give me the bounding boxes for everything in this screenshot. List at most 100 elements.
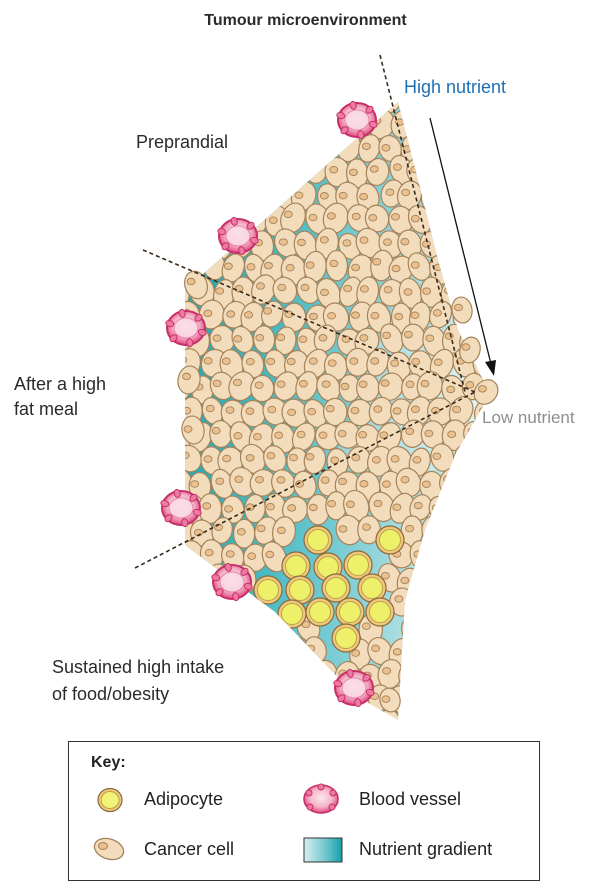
cancer-cell	[207, 612, 239, 646]
cancer-cell	[356, 374, 379, 402]
cancer-cell	[419, 705, 447, 740]
cancer-cell	[331, 707, 364, 740]
cancer-cell	[302, 684, 333, 719]
figure-title: Tumour microenvironment	[0, 12, 611, 30]
sustained-intake-label: Sustained high intake of food/obesity	[52, 654, 224, 708]
cancer-cell	[189, 84, 217, 116]
key-legend: Key: Adipocyte Blood vessel Cancer cell …	[68, 741, 540, 881]
cancer-cell	[438, 707, 465, 740]
cancer-cell	[475, 590, 498, 617]
cancer-cell	[408, 112, 434, 141]
cancer-cell	[179, 587, 207, 618]
cancer-cell	[208, 182, 233, 214]
cancer-cell	[229, 608, 262, 643]
cancer-cell	[408, 682, 438, 717]
cancer-cell	[483, 657, 509, 690]
key-blood-vessel-label: Blood vessel	[359, 789, 461, 810]
cancer-cell	[480, 711, 506, 740]
cancer-cell	[468, 493, 498, 525]
cancer-cell	[417, 660, 446, 692]
cancer-cell	[272, 659, 296, 690]
cancer-cell	[448, 637, 480, 671]
cancer-cell	[169, 86, 191, 114]
cancer-cell	[484, 131, 505, 160]
cancer-cell	[312, 708, 342, 740]
cancer-cell	[233, 709, 254, 738]
adipocyte	[254, 576, 282, 604]
cancer-cell	[288, 128, 321, 164]
cancer-cell	[459, 179, 487, 211]
cancer-cell	[187, 611, 219, 647]
cancer-cell	[468, 252, 501, 289]
cancer-cell	[480, 273, 508, 308]
cancer-cell	[291, 707, 324, 740]
cancer-cell	[278, 683, 311, 720]
cancer-cell	[228, 88, 254, 116]
cancer-cell	[457, 609, 491, 645]
cancer-cell	[267, 706, 299, 740]
cancer-cell	[400, 707, 421, 736]
adipocyte	[366, 598, 394, 626]
cancer-cell	[210, 85, 235, 113]
cancer-cell	[457, 562, 490, 599]
cancer-cell	[469, 540, 500, 572]
nutrient-gradient-icon	[303, 837, 343, 863]
after-meal-label-line1: After a high	[14, 372, 106, 397]
cancer-cell	[238, 636, 267, 670]
cancer-cell	[252, 708, 279, 740]
cancer-cell	[354, 707, 380, 739]
cancer-cell	[293, 87, 315, 118]
cancer-cell	[470, 635, 495, 664]
cancer-cell	[429, 106, 459, 138]
cancer-cell	[471, 158, 499, 191]
cancer-cell	[428, 637, 457, 669]
adipocyte	[304, 526, 332, 554]
cancer-cell	[248, 613, 276, 647]
cancer-cell	[483, 231, 508, 259]
cancer-cell	[443, 135, 467, 162]
preprandial-label: Preprandial	[136, 132, 228, 153]
cancer-cell	[294, 661, 320, 689]
cancer-cell	[165, 179, 196, 214]
adipocyte-icon	[95, 786, 125, 814]
cancer-cell	[260, 634, 292, 669]
adipocyte	[282, 552, 310, 580]
cancer-cell	[227, 177, 255, 212]
cancer-cell	[167, 707, 194, 740]
cancer-cell	[194, 151, 226, 188]
cancer-cell	[471, 109, 495, 141]
key-title: Key:	[91, 754, 126, 772]
cancer-cell	[450, 494, 476, 526]
cancer-cell	[249, 84, 279, 117]
cancer-cell	[439, 226, 467, 259]
cancer-cell	[481, 610, 512, 645]
cancer-cell	[425, 588, 455, 622]
cancer-cell	[474, 209, 495, 236]
diagram-canvas	[0, 0, 611, 740]
cancer-cell	[260, 155, 287, 185]
cancer-cell-icon	[91, 836, 127, 862]
cancer-cell	[208, 706, 238, 739]
sustained-intake-label-line2: of food/obesity	[52, 681, 224, 708]
cancer-cell	[168, 613, 195, 643]
cancer-cell	[261, 108, 288, 142]
cancer-cell	[183, 706, 216, 740]
cancer-cell	[417, 563, 444, 594]
cancer-cell	[478, 513, 507, 549]
cancer-cell	[450, 540, 477, 570]
cancer-cell	[451, 683, 480, 716]
adipocyte	[278, 600, 306, 628]
key-adipocyte-label: Adipocyte	[144, 789, 223, 810]
cancer-cell	[441, 609, 470, 643]
cancer-cell	[418, 610, 450, 646]
cancer-cell	[245, 176, 277, 213]
cancer-cell	[431, 683, 457, 713]
cancer-cell	[448, 586, 475, 618]
cancer-cell	[173, 203, 203, 237]
cancer-cell	[410, 589, 434, 619]
after-meal-label-line2: fat meal	[14, 397, 106, 422]
cancer-cell	[184, 180, 214, 212]
cancer-cell	[236, 680, 269, 716]
cancer-cell	[479, 324, 509, 357]
cancer-cell	[303, 110, 326, 139]
